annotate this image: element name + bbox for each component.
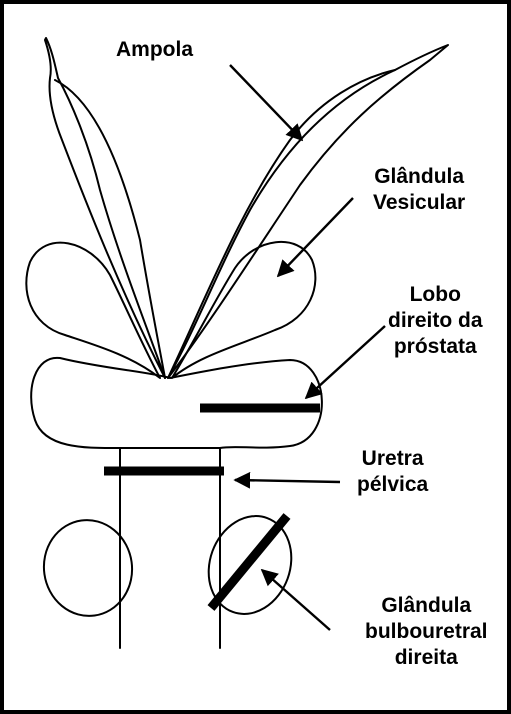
arrow-ampola — [230, 65, 302, 140]
label-glandula-vesicular: Glândula Vesicular — [373, 164, 465, 216]
arrow-uretra — [235, 480, 340, 482]
label-uretra-pelvica: Uretra pélvica — [357, 446, 428, 498]
left-ampulla — [45, 38, 165, 378]
right-vesicular-gland — [172, 242, 315, 378]
label-lobo-direito-prostata: Lobo direito da próstata — [388, 282, 483, 360]
bulbourethral-cut-bar — [211, 516, 287, 608]
label-ampola: Ampola — [116, 37, 193, 63]
arrow-lobo-direito — [306, 326, 385, 398]
label-glandula-bulbouretral: Glândula bulbouretral direita — [365, 593, 488, 671]
arrow-glandula-vesicular — [278, 198, 353, 276]
arrow-bulbouretral — [262, 570, 330, 630]
left-bulbourethral-gland — [38, 514, 139, 621]
